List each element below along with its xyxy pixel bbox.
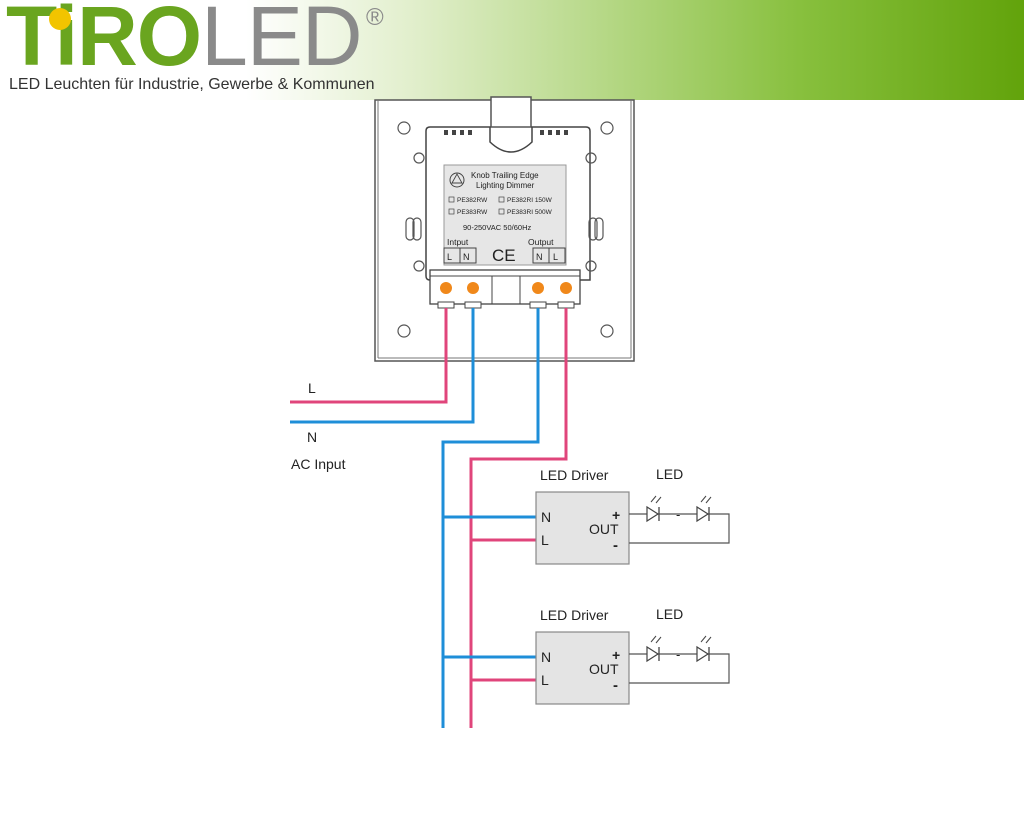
brand-tagline: LED Leuchten für Industrie, Gewerbe & Ko… <box>9 76 375 93</box>
model-3: PE383RW <box>457 209 488 216</box>
output-term-l: L <box>553 252 558 262</box>
input-term-l: L <box>447 252 452 262</box>
driver-minus: - <box>613 677 618 694</box>
dimmer-rating: 90-250VAC 50/60Hz <box>463 223 531 232</box>
screw-hole <box>600 324 614 338</box>
driver-box <box>535 631 630 705</box>
ac-l-label: L <box>308 380 316 396</box>
driver-title: LED Driver <box>540 467 609 483</box>
led-label: LED <box>656 466 683 482</box>
ac-n-label: N <box>307 429 317 445</box>
led-diode-icon <box>696 635 712 663</box>
dimmer-plate: Knob Trailing Edge Lighting Dimmer PE382… <box>374 96 635 362</box>
led-diode-icon <box>646 635 662 663</box>
ce-mark: CE <box>492 246 516 265</box>
driver-out: OUT <box>589 521 619 537</box>
brand-logo[interactable]: TiROLED <box>6 0 363 83</box>
screw-hole <box>600 121 614 135</box>
led-diode-icon <box>646 495 662 523</box>
model-4: PE383RI 500W <box>507 209 553 216</box>
output-term-n: N <box>536 252 543 262</box>
live-input-wire <box>290 308 448 404</box>
brand-header: TiROLED ® LED Leuchten für Industrie, Ge… <box>0 0 1024 100</box>
driver-term-l: L <box>541 532 549 548</box>
input-label: Intput <box>447 237 469 247</box>
driver-box <box>535 491 630 565</box>
dimmer-title-2: Lighting Dimmer <box>476 181 535 190</box>
model-2: PE382RI 150W <box>507 197 553 204</box>
dimmer-title-1: Knob Trailing Edge <box>471 171 539 180</box>
live-output-bus <box>469 308 568 728</box>
led-driver-1: LED Driver LED N L OUT + - - <box>535 466 730 565</box>
output-label: Output <box>528 237 554 247</box>
input-term-n: N <box>463 252 470 262</box>
driver-plus: + <box>612 507 620 523</box>
led-separator: - <box>676 647 680 662</box>
driver-plus: + <box>612 647 620 663</box>
terminal-block <box>429 269 581 305</box>
led-driver-2: LED Driver LED N L OUT + - - <box>535 606 730 705</box>
model-1: PE382RW <box>457 197 488 204</box>
led-separator: - <box>676 507 680 522</box>
driver-term-l: L <box>541 672 549 688</box>
ac-input-caption: AC Input <box>291 456 346 472</box>
dimmer-brand-icon <box>449 172 465 188</box>
neutral-output-bus <box>441 308 540 728</box>
registered-mark: ® <box>366 4 384 31</box>
wires <box>290 308 568 728</box>
driver-out: OUT <box>589 661 619 677</box>
led-label: LED <box>656 606 683 622</box>
screw-hole <box>397 121 411 135</box>
led-diode-icon <box>696 495 712 523</box>
driver-term-n: N <box>541 509 551 525</box>
driver-term-n: N <box>541 649 551 665</box>
terminal-screw[interactable] <box>560 282 572 294</box>
driver-minus: - <box>613 537 618 554</box>
screw-hole <box>397 324 411 338</box>
neutral-input-wire <box>290 308 475 424</box>
terminal-screw[interactable] <box>532 282 544 294</box>
driver-title: LED Driver <box>540 607 609 623</box>
terminal-screw[interactable] <box>440 282 452 294</box>
terminal-screw[interactable] <box>467 282 479 294</box>
logo-dot <box>49 8 71 30</box>
